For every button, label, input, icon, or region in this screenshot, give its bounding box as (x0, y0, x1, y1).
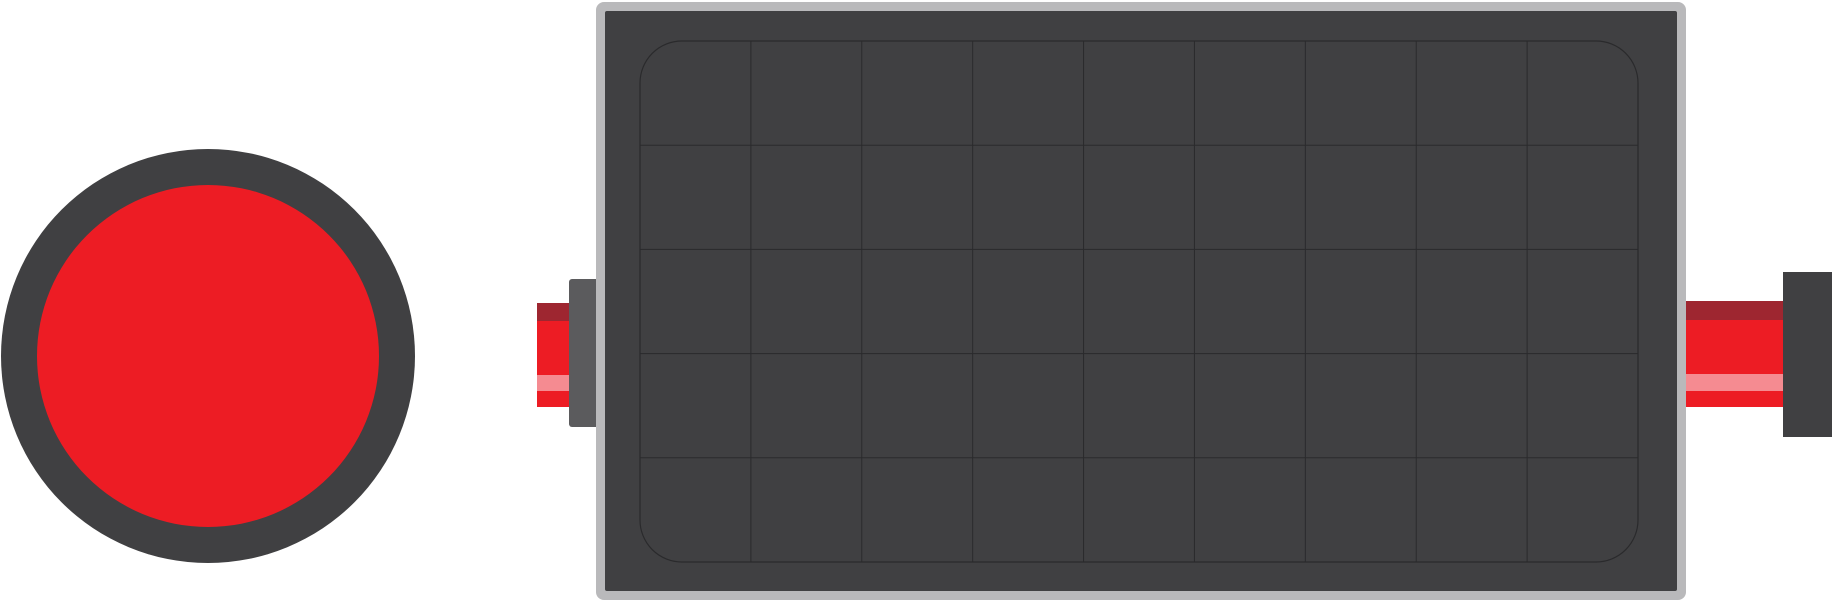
panel-grid (639, 40, 1639, 563)
rectangular-panel (596, 2, 1686, 600)
right-red-lead (1686, 301, 1786, 407)
left-red-lead (537, 303, 573, 407)
left-lead-highlight (537, 375, 573, 391)
panel-body (605, 11, 1677, 591)
round-red-button (1, 149, 415, 563)
panel-grid-frame (639, 40, 1639, 563)
right-lead-shadow (1686, 301, 1786, 320)
left-connector-tab (569, 279, 599, 427)
right-lead-highlight (1686, 374, 1786, 391)
left-lead-shadow (537, 303, 573, 321)
round-red-button-cap (37, 185, 379, 527)
right-connector-block (1783, 272, 1832, 437)
